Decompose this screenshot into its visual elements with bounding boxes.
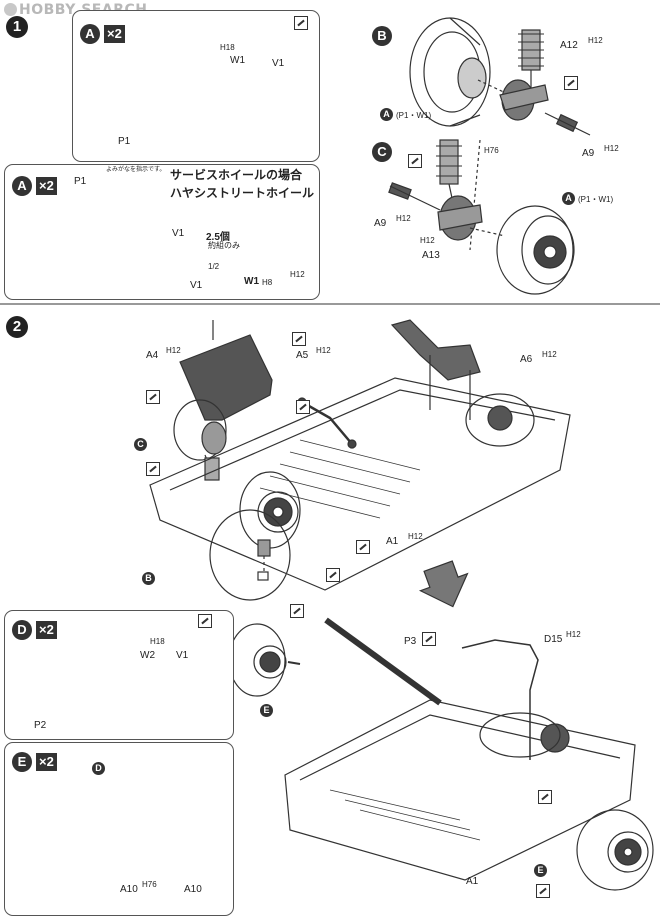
part-label: H76 (142, 880, 157, 889)
part-label: A6 (520, 354, 533, 365)
watermark-logo-icon (4, 3, 17, 16)
note-text: よみがなを指示です。 (106, 167, 166, 173)
ref-letter: D (92, 762, 105, 775)
panel-a2-letter: A (12, 176, 32, 196)
glue-icon (290, 604, 304, 618)
part-label: P1 (74, 176, 87, 187)
panel-d-qty: ×2 (36, 621, 57, 639)
part-label: H12 (396, 214, 411, 223)
part-label: H12 (566, 630, 581, 639)
part-label: P3 (404, 636, 417, 647)
part-label: A4 (146, 350, 159, 361)
part-label: A12 (560, 40, 578, 51)
part-label: V1 (172, 228, 185, 239)
part-label: V1 (176, 650, 189, 661)
part-label: P2 (34, 720, 47, 731)
panel-b-letter: B (372, 26, 392, 46)
glue-icon (564, 76, 578, 90)
part-label: H8 (262, 278, 273, 287)
ref-letter: A (562, 192, 575, 205)
part-label: H12 (588, 36, 603, 45)
glue-icon (538, 790, 552, 804)
glue-icon (536, 884, 550, 898)
fraction-label: 1/2 (208, 262, 220, 271)
part-label: H12 (604, 144, 619, 153)
glue-icon (296, 400, 310, 414)
part-label: H18 (150, 637, 165, 646)
sub-ref-letter: C (134, 438, 147, 451)
part-label: H18 (220, 43, 235, 52)
panel-c-letter: C (372, 142, 392, 162)
glue-icon (326, 568, 340, 582)
step-number-1: 1 (6, 16, 28, 38)
part-label: A13 (422, 250, 440, 261)
part-label: H76 (484, 146, 499, 155)
glue-icon (146, 390, 160, 404)
glue-icon (408, 154, 422, 168)
ref-text: (P1・W1) (396, 111, 432, 120)
panel-d-letter: D (12, 620, 32, 640)
ref-text: (P1・W1) (578, 195, 614, 204)
glue-icon (294, 16, 308, 30)
panel-e (4, 742, 234, 916)
part-label: D15 (544, 634, 563, 645)
count-sub: 約組のみ (208, 241, 240, 250)
ref-letter: A (380, 108, 393, 121)
sub-ref-letter: B (142, 572, 155, 585)
part-label: W2 (140, 650, 155, 661)
part-label: H12 (408, 532, 423, 541)
part-label: A9 (582, 148, 595, 159)
panel-a-letter: A (80, 24, 100, 44)
glue-icon (292, 332, 306, 346)
part-label: H12 (166, 346, 181, 355)
panel-e-qty: ×2 (36, 753, 57, 771)
glue-icon (146, 462, 160, 476)
glue-icon (356, 540, 370, 554)
part-label: H12 (542, 350, 557, 359)
part-label: W1 (230, 55, 245, 66)
panel-a2-qty: ×2 (36, 177, 57, 195)
panel-a-qty: ×2 (104, 25, 125, 43)
service-title-2: ハヤシストリートホイール (170, 186, 315, 200)
service-title-1: サービスホイールの場合 (170, 168, 303, 182)
sub-ref-letter: E (534, 864, 547, 877)
glue-icon (422, 632, 436, 646)
part-label: A10 (184, 884, 202, 895)
part-label: V1 (190, 280, 203, 291)
panel-e-letter: E (12, 752, 32, 772)
sub-ref-letter: E (260, 704, 273, 717)
part-label: A1 (386, 536, 399, 547)
part-label: A5 (296, 350, 309, 361)
part-label: P1 (118, 136, 131, 147)
glue-icon (198, 614, 212, 628)
step-number-2: 2 (6, 316, 28, 338)
part-label: H12 (290, 270, 305, 279)
part-label: A1 (466, 876, 479, 887)
count-label: 2.5個 (206, 232, 230, 243)
part-label: H12 (316, 346, 331, 355)
part-label: A10 (120, 884, 138, 895)
part-label: H12 (420, 236, 435, 245)
part-label: W1 (244, 276, 259, 287)
part-label: V1 (272, 58, 285, 69)
part-label: A9 (374, 218, 387, 229)
